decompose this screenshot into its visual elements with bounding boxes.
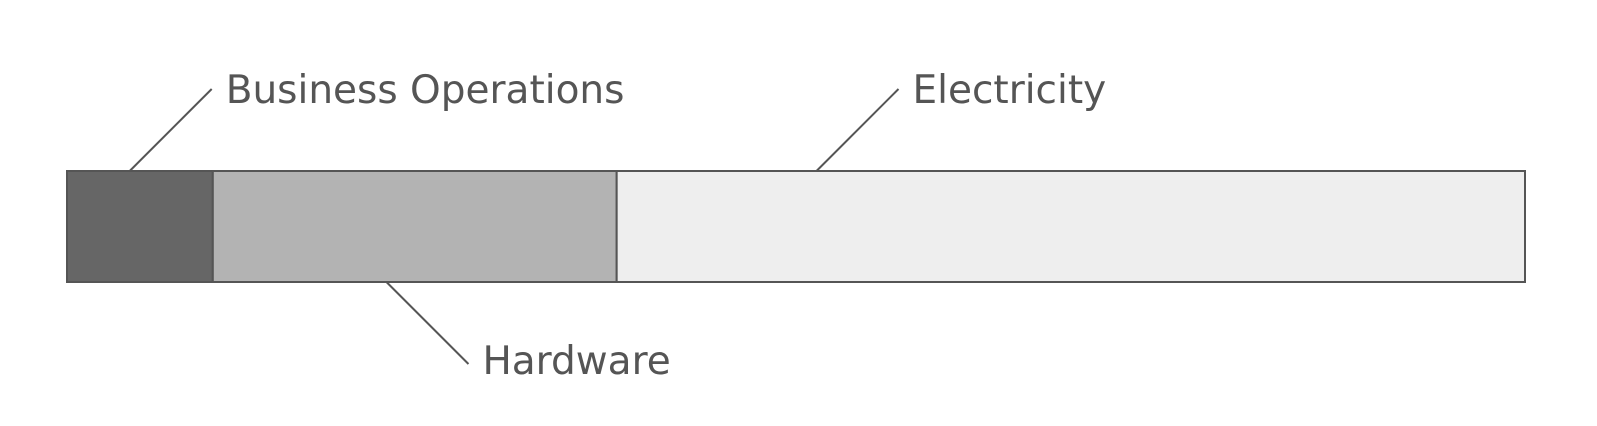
leader-line-hardware [385,281,470,365]
label-business-operations: Business Operations [226,68,625,113]
leader-lines [128,88,900,365]
leader-line-business-operations [128,88,213,172]
bar-segment-business-operations [66,170,214,283]
label-hardware: Hardware [482,339,670,384]
leader-line-electricity [815,88,900,172]
bar-segment-electricity [615,170,1526,283]
bar-segments [66,170,1526,283]
bar-segment-hardware [211,170,618,283]
label-electricity: Electricity [912,68,1106,113]
